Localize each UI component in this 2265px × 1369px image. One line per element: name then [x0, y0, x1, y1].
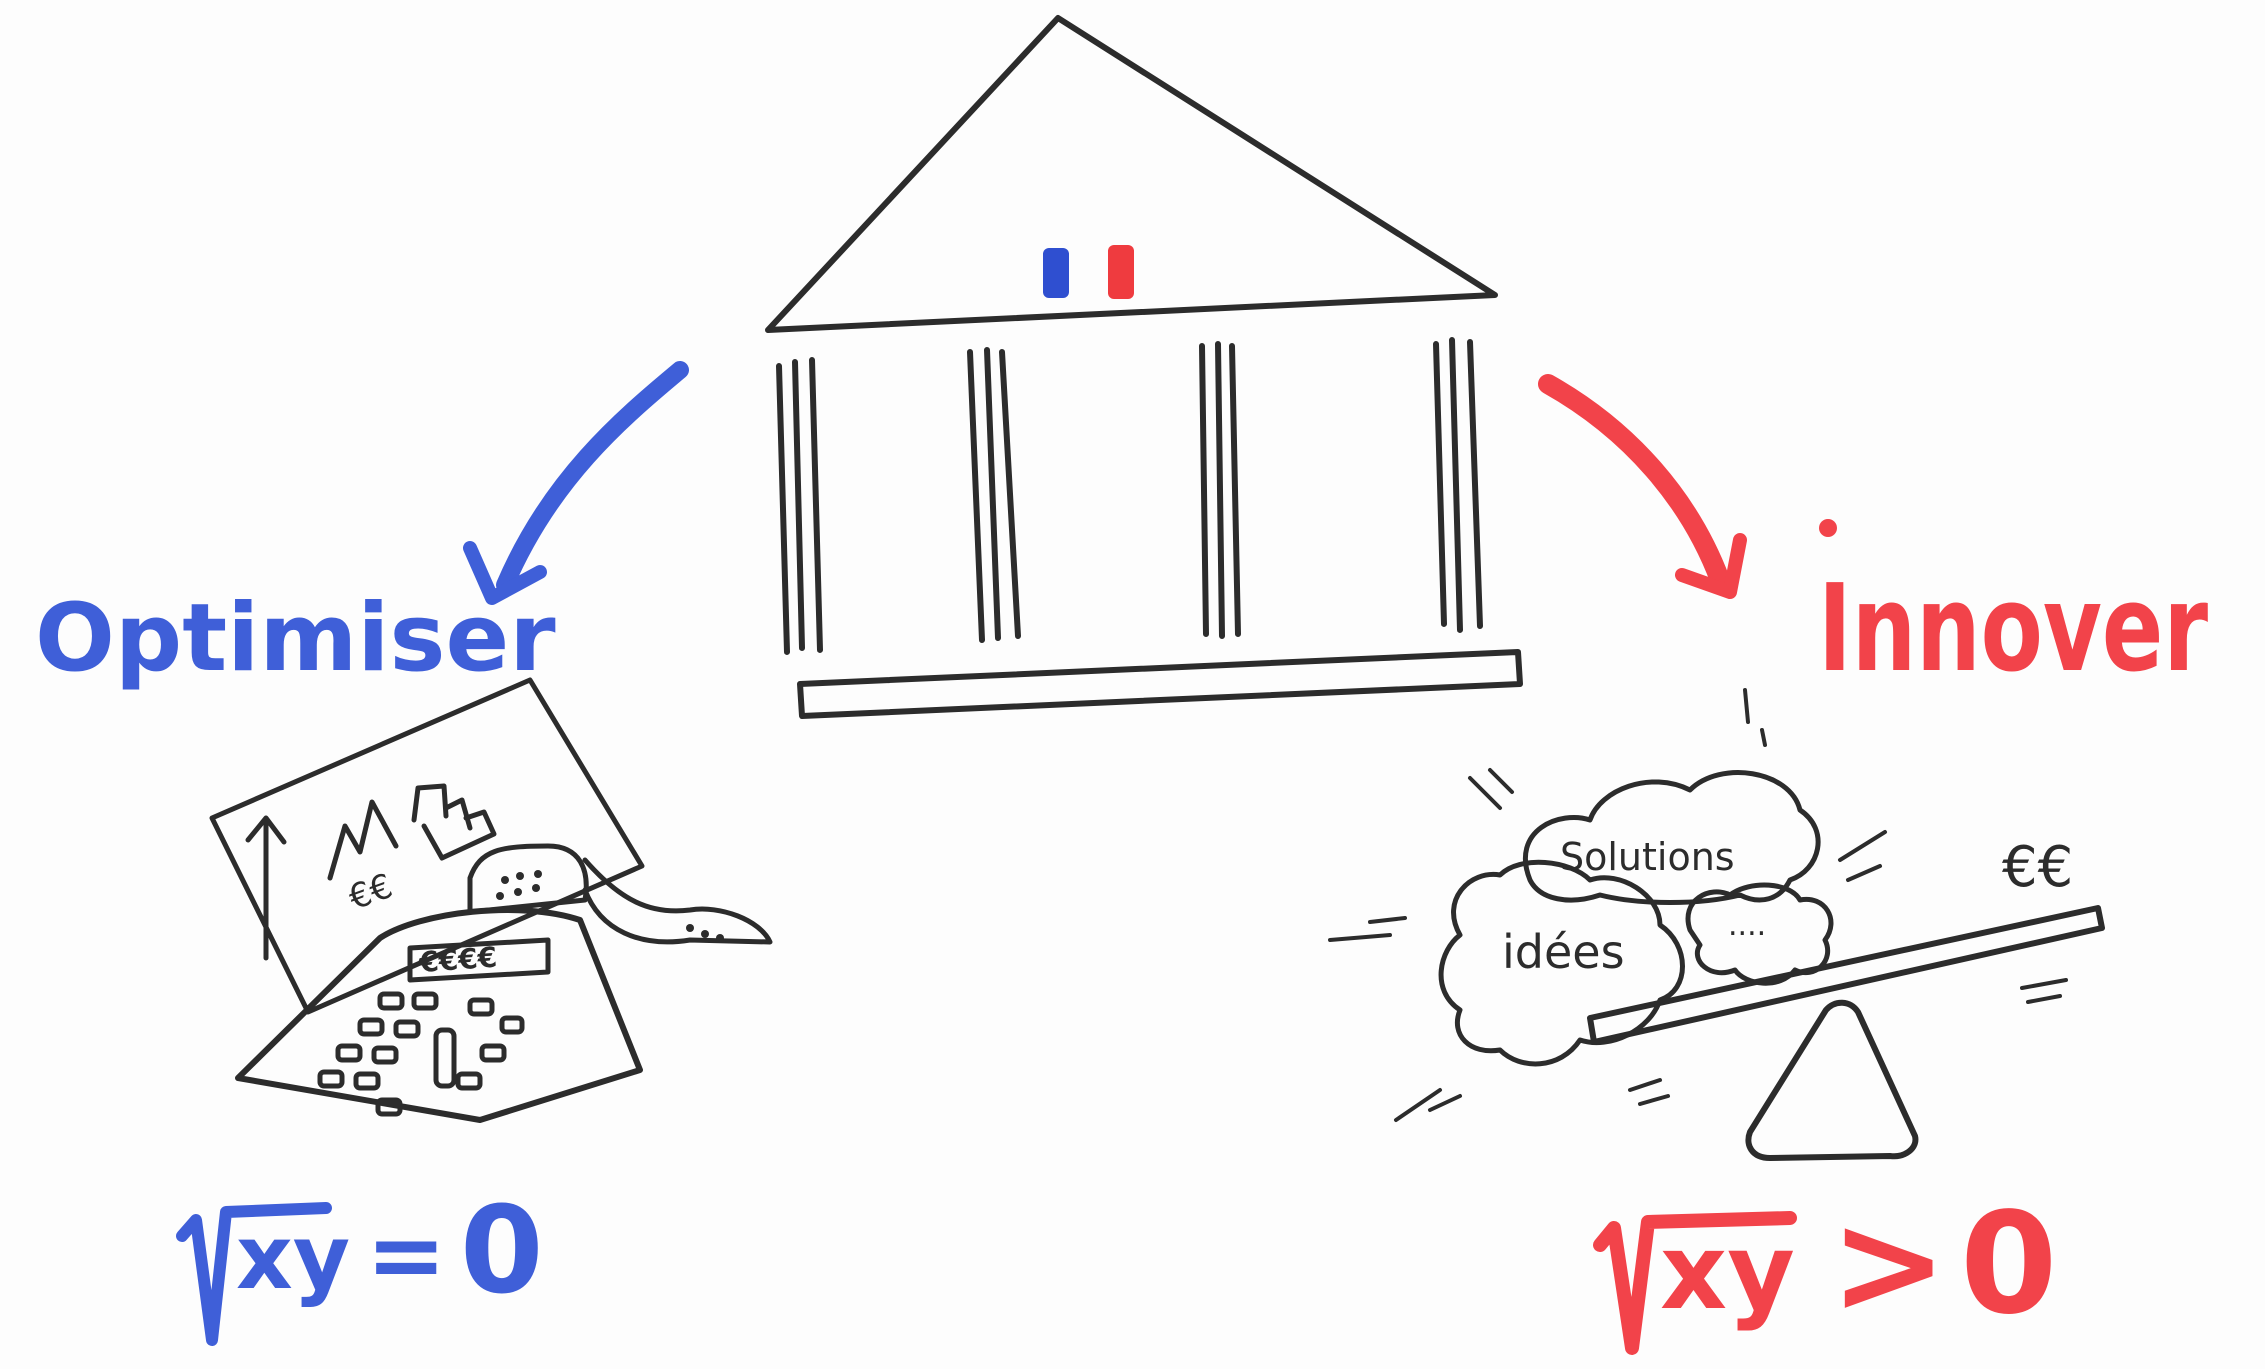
chart-currency: €€	[343, 866, 397, 918]
seesaw-scale-icon: €€	[1587, 835, 2105, 1161]
left-formula-value: 0	[460, 1182, 544, 1321]
calculator-display: €€€€	[417, 941, 498, 979]
cloud-word-left: idées	[1502, 925, 1625, 979]
cloud-word-right: ....	[1728, 908, 1766, 943]
right-formula-operator: >	[1830, 1183, 1947, 1346]
cloud-left-icon: idées	[1438, 859, 1685, 1067]
scale-beam	[1587, 905, 2105, 1045]
blue-arrow-icon	[463, 361, 689, 605]
right-formula-value: 0	[1960, 1183, 2057, 1346]
cloud-top-icon: Solutions	[1522, 770, 1821, 905]
flag-red-stripe	[1108, 245, 1134, 299]
cloud-word-top: Solutions	[1560, 835, 1735, 879]
i-dot-icon	[1819, 519, 1837, 537]
left-formula: xy = 0	[176, 1182, 544, 1346]
red-arrow-icon	[1538, 374, 1747, 599]
calculator-icon: €€€€	[235, 907, 643, 1123]
government-building-icon	[765, 15, 1523, 719]
right-title: Innover	[1818, 560, 2208, 699]
right-formula-var: xy	[1660, 1211, 1795, 1333]
right-formula: xy > 0	[1593, 1183, 2057, 1355]
building-pediment	[765, 15, 1498, 333]
cloud-right-icon: ....	[1685, 882, 1834, 986]
sparkle-lines-icon	[1328, 688, 2068, 1122]
flag-blue-stripe	[1043, 248, 1069, 298]
calculator-keys	[317, 991, 525, 1117]
scale-fulcrum	[1745, 999, 1919, 1161]
left-formula-var: xy	[236, 1206, 350, 1309]
column-4	[1433, 337, 1483, 633]
column-2	[967, 347, 1021, 643]
column-3	[1199, 341, 1241, 639]
sqrt-sign-icon	[1593, 1211, 1797, 1355]
column-1	[776, 357, 823, 655]
right-title-group: Innover	[1818, 519, 2208, 699]
left-title: Optimiser	[35, 584, 556, 693]
building-base	[797, 649, 1523, 719]
building-columns	[776, 337, 1483, 655]
left-formula-operator: =	[366, 1199, 446, 1311]
scale-weight: €€	[2002, 835, 2073, 900]
sqrt-sign-icon	[176, 1202, 332, 1346]
receipt-icon	[467, 843, 773, 945]
